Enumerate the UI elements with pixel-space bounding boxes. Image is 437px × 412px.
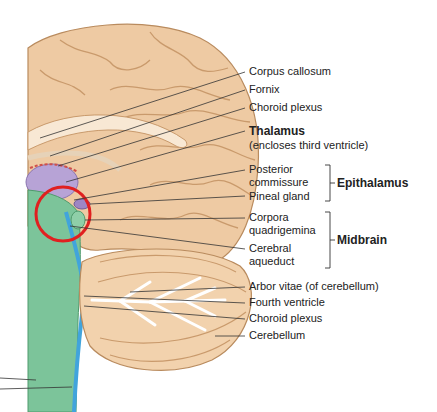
structure-label: Choroid plexus	[249, 312, 322, 325]
structure-label: Corpus callosum	[249, 65, 331, 78]
highlight-circle	[36, 187, 90, 241]
structure-label: Cerebellum	[249, 329, 305, 342]
leader-lines	[40, 72, 245, 336]
structure-label: Thalamus	[249, 124, 305, 138]
region-label: Midbrain	[337, 233, 387, 247]
cerebellum	[80, 249, 252, 370]
corpus-callosum	[28, 115, 187, 150]
choroid-plexus	[30, 164, 78, 172]
structure-label: Posterior commissure	[249, 163, 323, 189]
structure-label: Choroid plexus	[249, 101, 322, 114]
structure-note: (encloses third ventricle)	[249, 139, 368, 152]
structure-label: Fornix	[249, 83, 280, 96]
structure-label: Cerebral aqueduct	[249, 242, 323, 268]
bracket	[325, 165, 335, 201]
structure-label: Arbor vitae (of cerebellum)	[249, 280, 379, 293]
structure-label: Fourth ventricle	[249, 296, 325, 309]
cerebellar-folia	[98, 255, 246, 361]
arbor-vitae	[92, 278, 225, 330]
bracket	[325, 212, 335, 268]
leader-line	[0, 378, 72, 389]
region-label: Epithalamus	[337, 176, 408, 190]
structure-label: Corpora quadrigemina	[249, 211, 323, 237]
structure-label: Pineal gland	[249, 190, 310, 203]
